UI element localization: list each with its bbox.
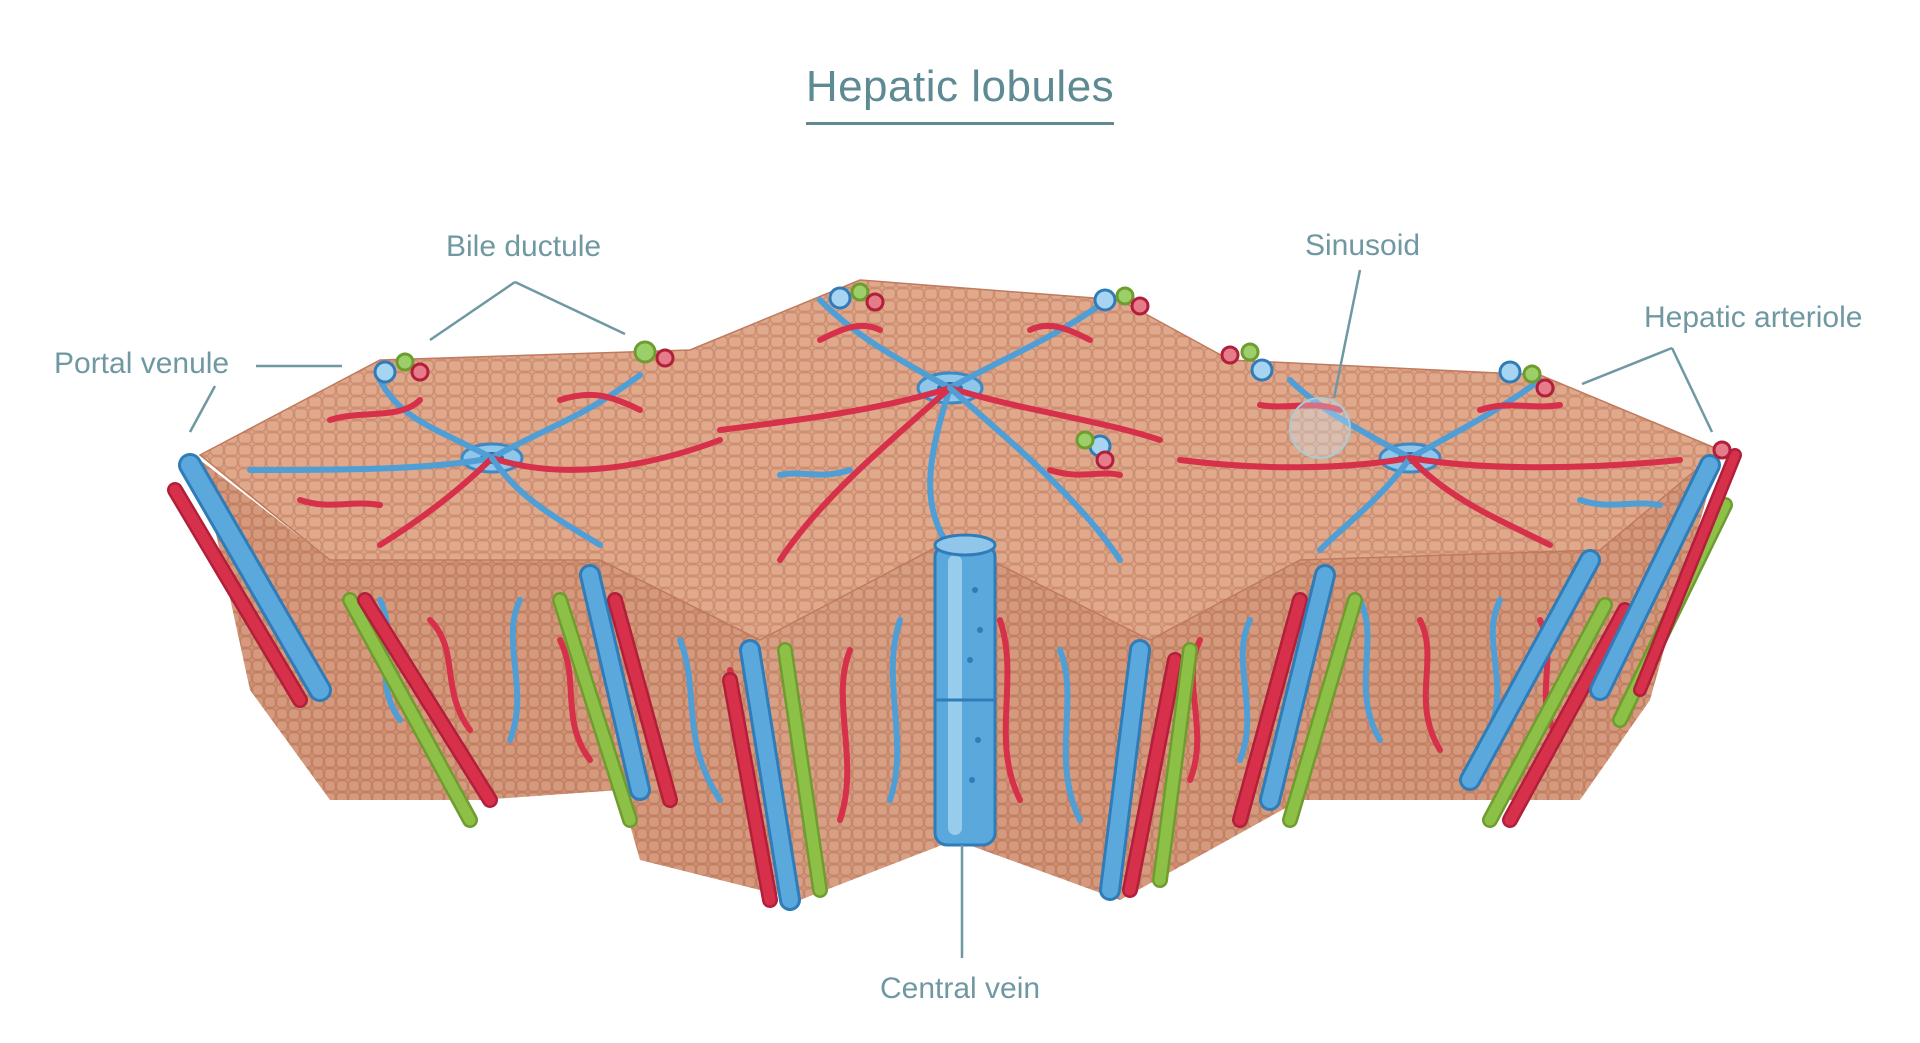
diagram-title: Hepatic lobules (0, 62, 1920, 125)
label-central-vein: Central vein (880, 972, 1041, 1005)
leader-bile-ductule-right (514, 280, 626, 336)
label-portal-venule: Portal venule (54, 347, 230, 380)
sinusoid-highlight (1289, 397, 1351, 459)
leader-lines (188, 269, 1714, 958)
portal-triads (167, 448, 1742, 911)
label-sinusoid: Sinusoid (1305, 229, 1421, 262)
leader-sinusoid (1332, 269, 1362, 399)
side-face-7 (1300, 550, 1600, 800)
triad-openings (373, 282, 1732, 470)
central-vein-tube (933, 533, 997, 847)
leader-bile-ductule-left (429, 280, 516, 342)
leader-portal-venule-diagonal (188, 385, 217, 433)
label-hepatic-arteriole: Hepatic arteriole (1644, 301, 1863, 334)
leader-hepatic-arteriole-left (1581, 346, 1673, 386)
title-text: Hepatic lobules (805, 62, 1115, 125)
leader-hepatic-arteriole-right (1670, 347, 1714, 433)
label-bile-ductule: Bile ductule (446, 230, 602, 263)
side-face-2 (330, 560, 620, 800)
